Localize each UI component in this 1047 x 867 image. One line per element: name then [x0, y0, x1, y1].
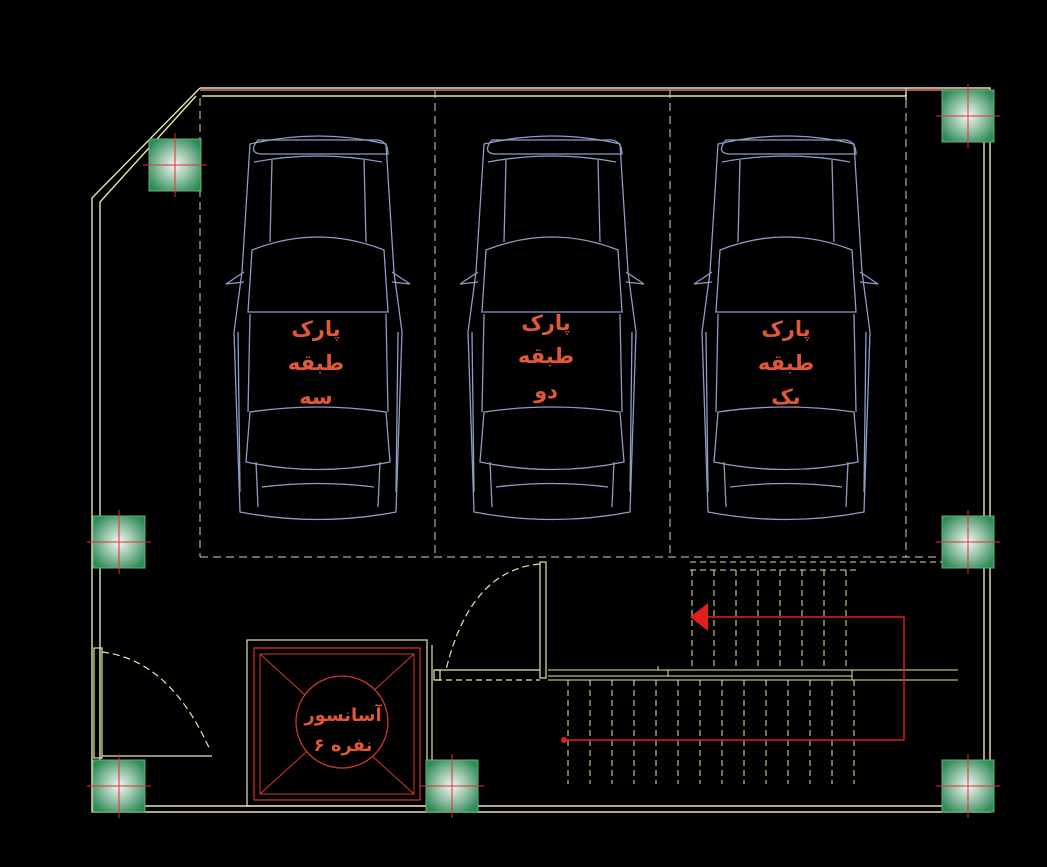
parking-2-line2: طبقه [518, 344, 574, 368]
outer-walls [91, 87, 991, 813]
parking-2-line1: پارک [521, 311, 570, 335]
parking-label-2: پارک طبقه دو [518, 311, 574, 403]
left-door [93, 647, 212, 759]
parking-bay-lines [199, 90, 940, 558]
middle-door [431, 561, 547, 806]
column-icon-7 [935, 753, 1001, 819]
elevator-line1: آسانسور [303, 703, 382, 726]
stair-arrow-icon [561, 603, 905, 743]
column-icon-6 [419, 753, 485, 819]
parking-3-line1: پارک [761, 317, 810, 341]
parking-label-1: پارک طبقه سه [288, 317, 344, 409]
staircase [548, 561, 958, 784]
column-icon-3 [86, 509, 152, 575]
column-icon-5 [86, 753, 152, 819]
elevator-shaft [246, 639, 428, 807]
elevator-label: آسانسور ۶ نفره [303, 703, 382, 756]
parking-label-3: پارک طبقه یک [758, 317, 814, 409]
elevator-line2: ۶ نفره [314, 735, 373, 756]
parking-1-line3: سه [299, 385, 332, 409]
parking-3-line3: یک [771, 385, 800, 409]
parking-2-line3: دو [533, 379, 558, 403]
parking-3-line2: طبقه [758, 351, 814, 375]
parking-1-line2: طبقه [288, 351, 344, 375]
column-icon-2 [935, 83, 1001, 149]
column-icon-1 [142, 132, 208, 198]
parking-1-line1: پارک [291, 317, 340, 341]
column-icon-4 [935, 509, 1001, 575]
